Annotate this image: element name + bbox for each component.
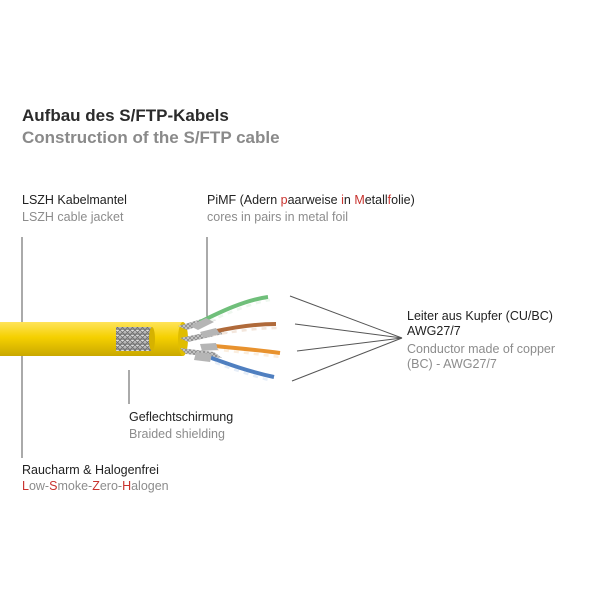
pimf-part-highlight: i <box>341 193 344 207</box>
lszh-part: ero- <box>99 479 123 493</box>
pimf-part: etall <box>364 193 388 207</box>
pimf-part-highlight: p <box>280 193 288 207</box>
jacket-label-en: LSZH cable jacket <box>22 210 124 224</box>
pair-green <box>190 295 271 330</box>
pimf-part: PiMF (Adern <box>207 193 281 207</box>
pimf-label-de: PiMF (Adern paarweise in Metallfolie) <box>207 193 415 208</box>
lszh-part-highlight: Z <box>92 479 100 493</box>
jacket-label-de: LSZH Kabelmantel <box>22 193 127 207</box>
lszh-part: alogen <box>131 479 169 493</box>
conductor-label-en-2: (BC) - AWG27/7 <box>407 357 497 371</box>
lszh-part: ow- <box>28 479 50 493</box>
pair-orange <box>200 343 281 359</box>
lszh-part-highlight: H <box>122 479 132 493</box>
pimf-part-highlight: f <box>387 193 392 207</box>
pair-brown <box>200 322 279 338</box>
pimf-part: olie) <box>391 193 415 207</box>
pimf-part: n <box>343 193 355 207</box>
pimf-part: aarweise <box>287 193 342 207</box>
shield-label-en: Braided shielding <box>129 427 225 441</box>
braided-shield <box>116 327 152 351</box>
lszh-part: moke- <box>57 479 93 493</box>
lszh-part-highlight: S <box>49 479 58 493</box>
lszh-label-en: Low-Smoke-Zero-Halogen <box>22 479 169 494</box>
conductor-label-en-1: Conductor made of copper <box>407 342 556 356</box>
pair-blue <box>194 352 275 383</box>
pimf-part-highlight: M <box>354 193 365 207</box>
lszh-part-highlight: L <box>22 479 29 493</box>
title-german: Aufbau des S/FTP-Kabels <box>22 106 229 125</box>
lszh-label-de: Raucharm & Halogenfrei <box>22 463 159 477</box>
conductor-label-de-1: Leiter aus Kupfer (CU/BC) <box>407 309 553 323</box>
cable-jacket <box>0 322 183 356</box>
shield-label-de: Geflechtschirmung <box>129 410 234 424</box>
conductor-callout-lines <box>289 295 403 382</box>
title-english: Construction of the S/FTP cable <box>22 128 280 147</box>
pimf-label-en: cores in pairs in metal foil <box>207 210 349 224</box>
conductor-label-de-2: AWG27/7 <box>407 324 461 338</box>
